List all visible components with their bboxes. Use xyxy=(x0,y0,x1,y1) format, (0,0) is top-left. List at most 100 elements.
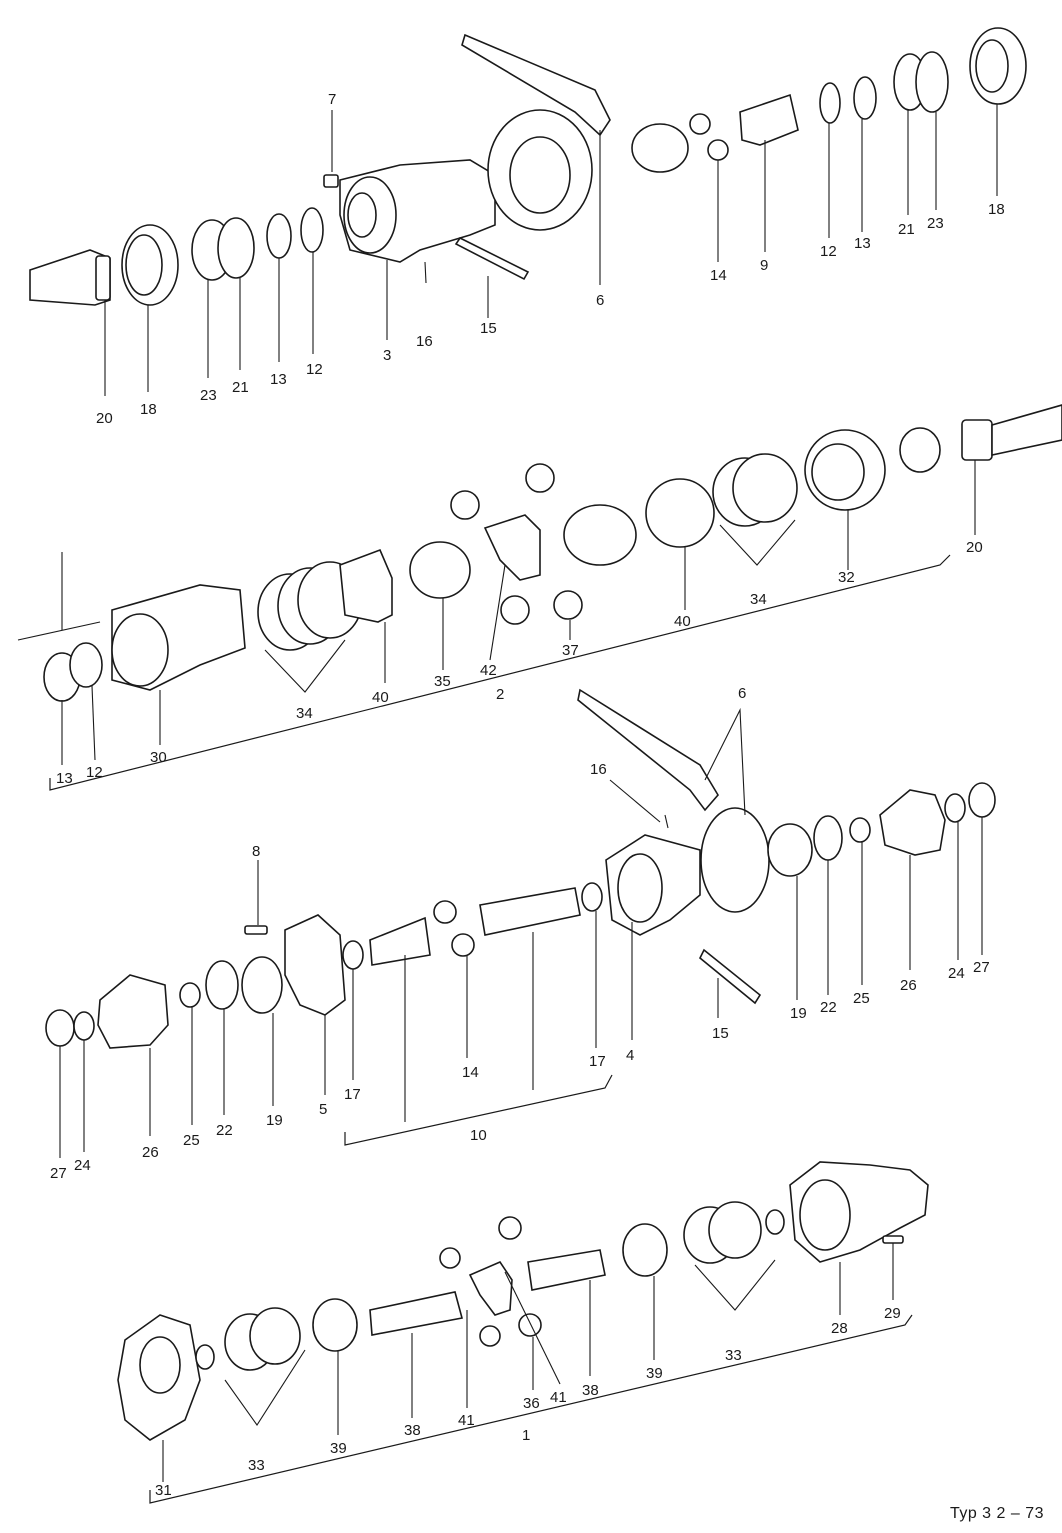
label-6-b: 6 xyxy=(738,685,746,702)
bracket-10 xyxy=(344,1074,613,1146)
figure-reference: Typ 3 2 – 73 xyxy=(949,1505,1044,1522)
label-22-right: 22 xyxy=(820,999,837,1016)
part-15-shaft-b xyxy=(698,948,762,1005)
ring-bottom-right xyxy=(765,1209,785,1235)
label-20-right: 20 xyxy=(966,539,983,556)
part-38-shaft-left xyxy=(369,1291,463,1336)
label-14-b: 14 xyxy=(462,1064,479,1081)
label-28: 28 xyxy=(831,1320,848,1337)
part-42-spider xyxy=(483,514,541,581)
label-39-right: 39 xyxy=(646,1365,663,1382)
label-8: 8 xyxy=(252,843,260,860)
part-15-shaft xyxy=(454,236,530,281)
part-36-gear xyxy=(518,1313,542,1337)
label-37: 37 xyxy=(562,642,579,659)
part-25-ring-right xyxy=(849,817,871,843)
label-22-left: 22 xyxy=(216,1122,233,1139)
label-38-right: 38 xyxy=(582,1382,599,1399)
part-22-ring-left xyxy=(205,960,239,1010)
part-12-shim-right xyxy=(819,82,841,124)
long-bolt xyxy=(17,621,101,641)
part-26-cap-right xyxy=(879,789,946,856)
label-12-right: 12 xyxy=(820,243,837,260)
bracket-1 xyxy=(149,1314,913,1504)
label-40-right: 40 xyxy=(674,613,691,630)
label-2: 2 xyxy=(496,686,504,703)
row-bottom-parts xyxy=(117,1161,929,1504)
part-41-spider xyxy=(468,1261,513,1316)
part-29-bolt xyxy=(882,1235,904,1244)
part-22-ring-right xyxy=(813,815,843,861)
label-27-left: 27 xyxy=(50,1165,67,1182)
part-19-bearing-left xyxy=(241,956,283,1014)
gear-small-a xyxy=(450,490,480,520)
label-30: 30 xyxy=(150,749,167,766)
part-14-gear-b xyxy=(707,139,729,161)
part-10-shaft-right xyxy=(479,887,581,936)
label-26-right: 26 xyxy=(900,977,917,994)
part-19-bearing-right xyxy=(767,823,813,877)
part-13-circlip xyxy=(266,213,292,259)
label-16-b: 16 xyxy=(590,761,607,778)
sleeve-second xyxy=(563,504,637,566)
label-32: 32 xyxy=(838,569,855,586)
label-24-right: 24 xyxy=(948,965,965,982)
label-26-left: 26 xyxy=(142,1144,159,1161)
part-12-ring-2 xyxy=(69,642,103,688)
label-17-left: 17 xyxy=(344,1086,361,1103)
row-top-parts xyxy=(29,27,1027,396)
part-9-side-gear xyxy=(739,93,799,146)
label-25-right: 25 xyxy=(853,990,870,1007)
row-third-parts xyxy=(45,688,996,1158)
part-14-gear-d xyxy=(451,933,475,957)
label-21-right: 21 xyxy=(898,221,915,238)
label-12-b: 12 xyxy=(86,764,103,781)
part-40-cage-left xyxy=(339,548,393,623)
part-13-circlip-right xyxy=(853,76,877,120)
ring-second-right xyxy=(899,427,941,473)
row-bottom-labels: 31 33 39 38 41 36 41 38 39 33 28 29 1 xyxy=(155,1305,901,1499)
row-third-labels: 27 24 26 25 22 19 5 17 14 10 17 4 15 6 1… xyxy=(50,685,990,1182)
axle-stub-left xyxy=(29,249,111,306)
label-6: 6 xyxy=(596,292,604,309)
part-17-ring-right xyxy=(581,882,603,912)
gear-bottom-b xyxy=(498,1216,522,1240)
ring-bottom-left xyxy=(195,1344,215,1370)
label-17-right: 17 xyxy=(589,1053,606,1070)
part-39-cage-right xyxy=(622,1223,668,1277)
label-1: 1 xyxy=(522,1427,530,1444)
row-top-labels: 20 18 23 21 13 12 3 16 15 6 14 9 12 13 2… xyxy=(96,91,1005,427)
label-13-right: 13 xyxy=(854,235,871,252)
part-25-ring-left xyxy=(179,982,201,1008)
part-38-shaft-right xyxy=(527,1249,606,1291)
label-10: 10 xyxy=(470,1127,487,1144)
label-36: 36 xyxy=(523,1395,540,1412)
label-19-right: 19 xyxy=(790,1005,807,1022)
label-34-right: 34 xyxy=(750,591,767,608)
axle-stub-right xyxy=(991,404,1062,456)
row-second-labels: 13 12 30 34 40 35 42 2 37 40 34 32 20 xyxy=(56,539,983,787)
label-25-left: 25 xyxy=(183,1132,200,1149)
part-35-sleeve xyxy=(409,541,471,599)
part-10-shaft-left xyxy=(369,916,431,966)
gear-bottom-a xyxy=(439,1247,461,1269)
label-15-b: 15 xyxy=(712,1025,729,1042)
label-41-left: 41 xyxy=(458,1412,475,1429)
label-41-right: 41 xyxy=(550,1389,567,1406)
label-42: 42 xyxy=(480,662,497,679)
sleeve-top xyxy=(631,123,689,173)
label-14: 14 xyxy=(710,267,727,284)
label-27-right: 27 xyxy=(973,959,990,976)
label-12: 12 xyxy=(306,361,323,378)
part-23-ring-right xyxy=(915,51,949,113)
label-35: 35 xyxy=(434,673,451,690)
label-31: 31 xyxy=(155,1482,172,1499)
label-40-left: 40 xyxy=(372,689,389,706)
part-37-gear xyxy=(553,590,583,620)
gear-bottom-c xyxy=(479,1325,501,1347)
part-12-shim xyxy=(300,207,324,253)
label-39-left: 39 xyxy=(330,1440,347,1457)
bracket-2 xyxy=(49,554,951,791)
part-27-seal-right xyxy=(968,782,996,818)
